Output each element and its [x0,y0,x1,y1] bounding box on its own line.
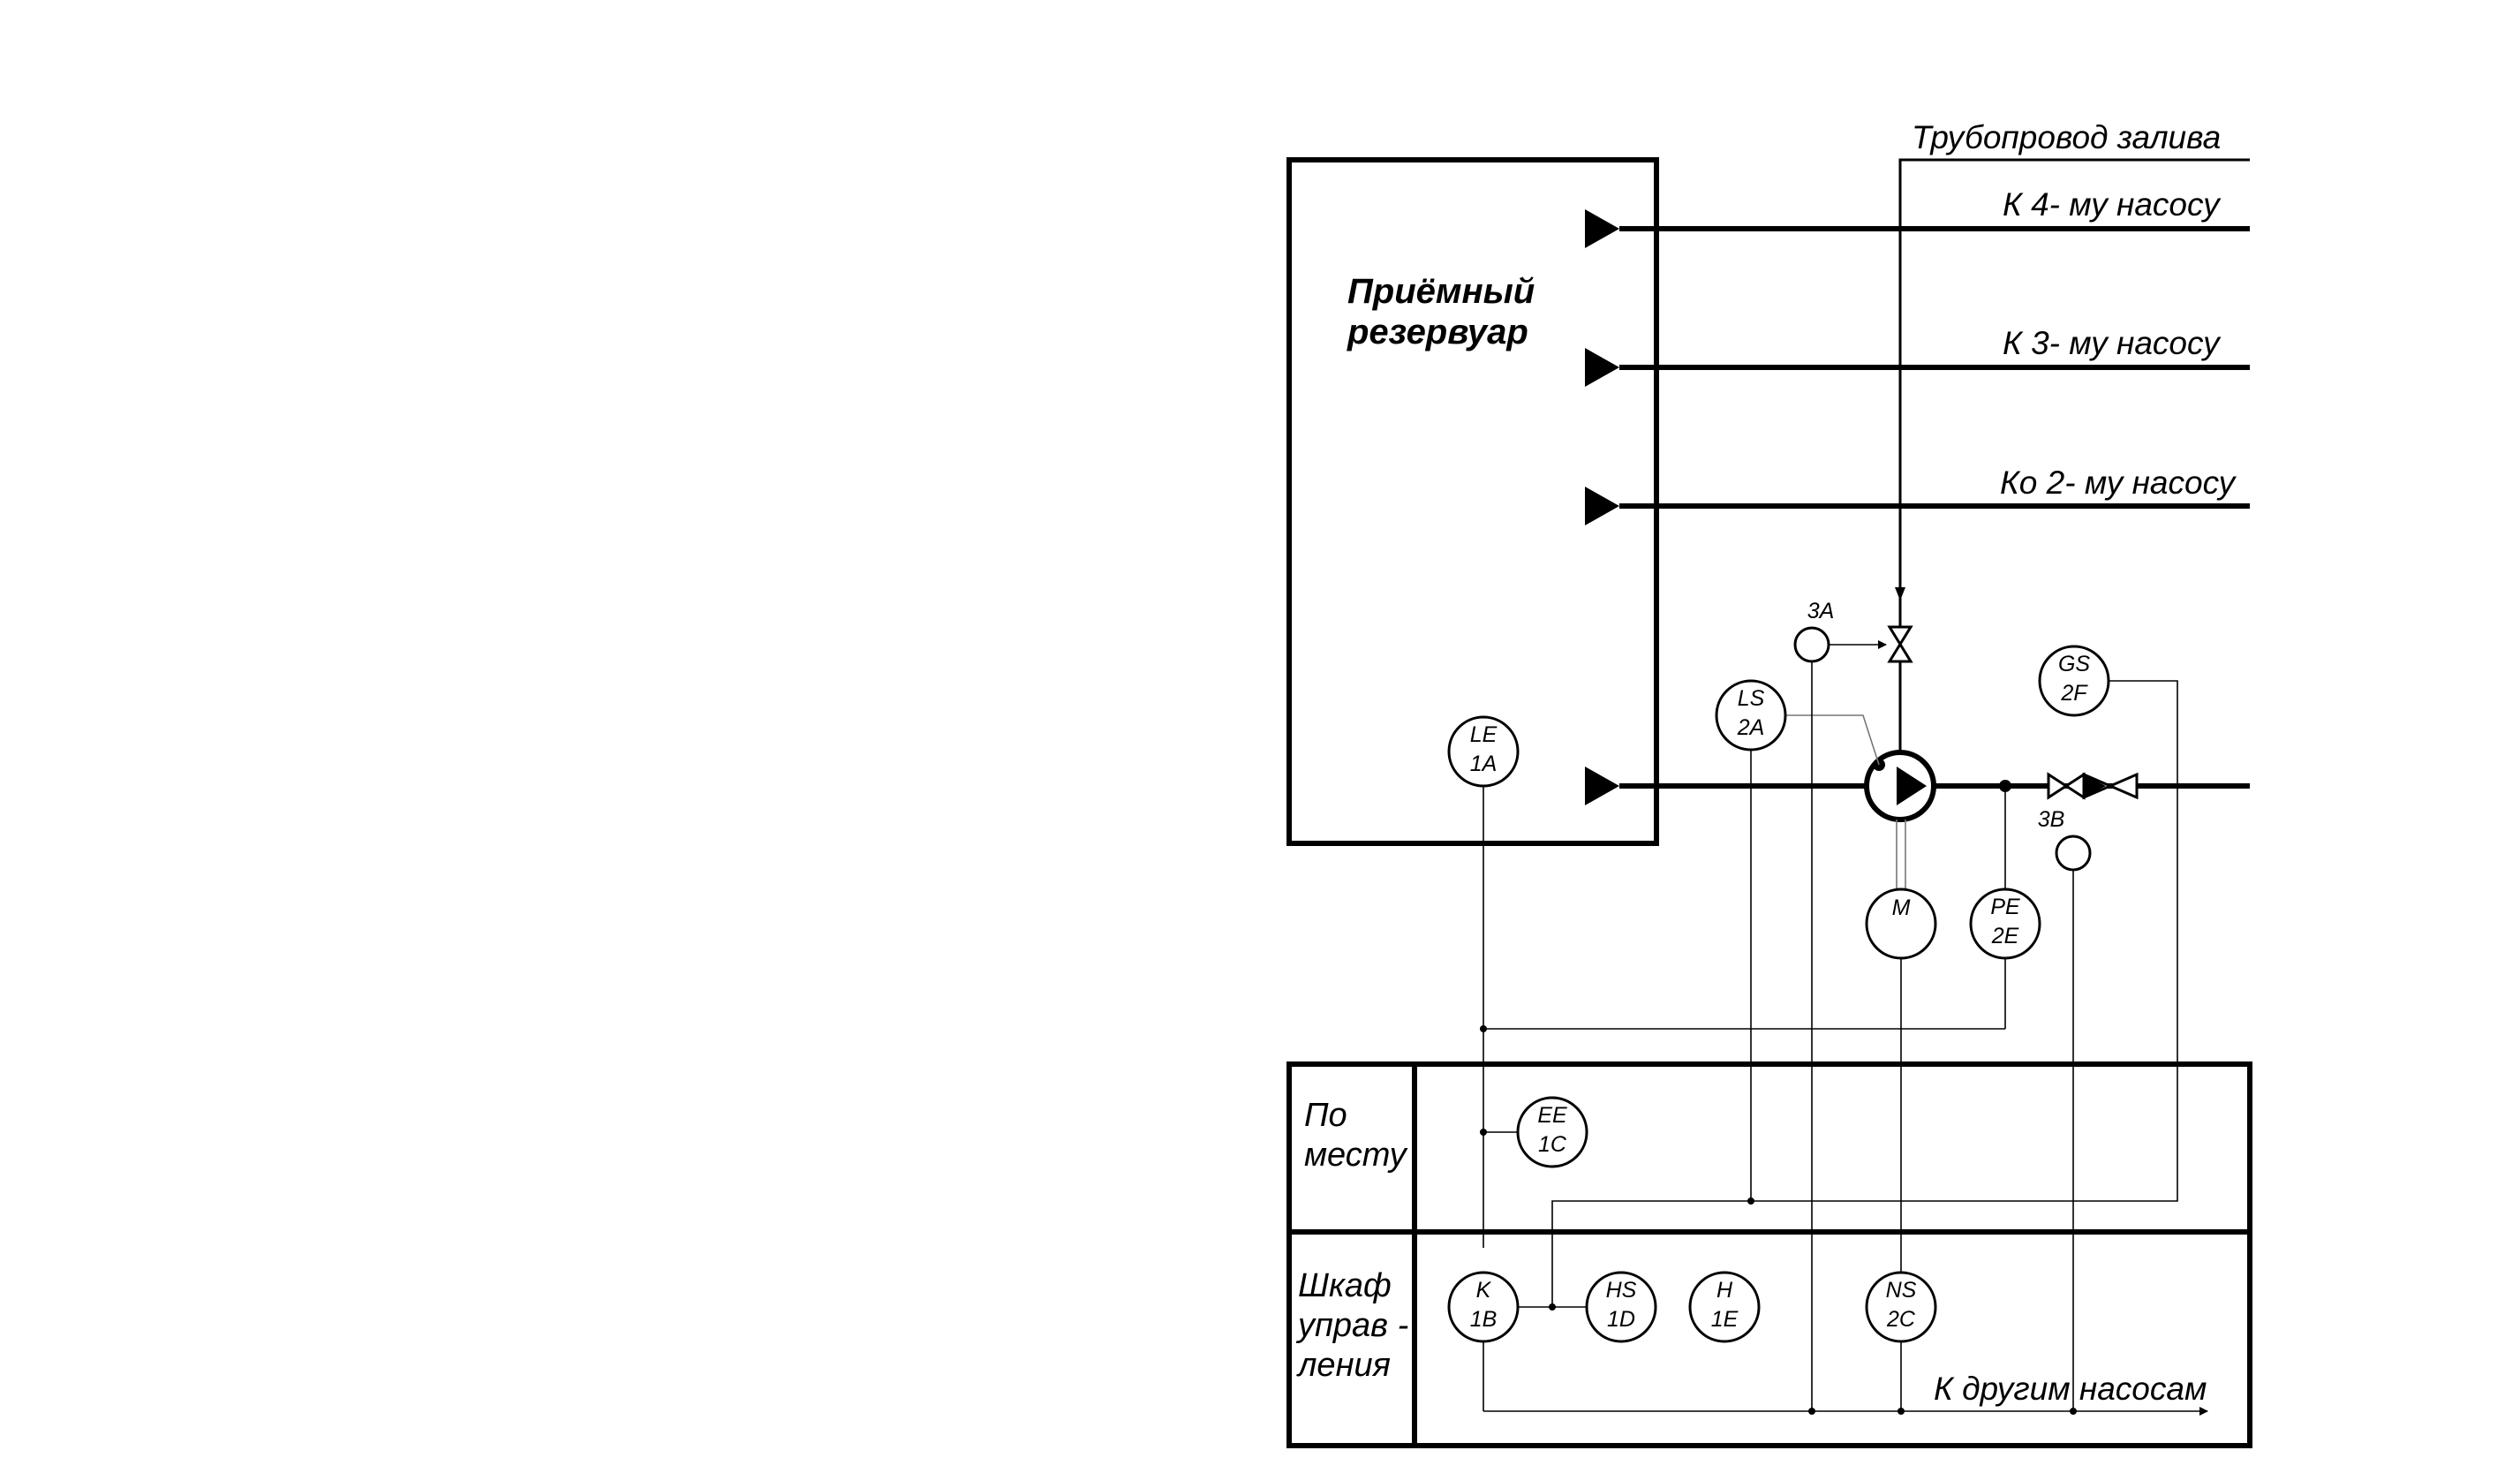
svg-text:1E: 1E [1711,1307,1739,1332]
actuator-3a-label: 3A [1807,599,1835,623]
row-cabinet-line2: управ - [1295,1307,1408,1344]
svg-text:PE: PE [1990,895,2020,919]
tank-label-line1: Приёмный [1347,272,1535,311]
svg-text:HS: HS [1606,1278,1637,1303]
fill-pipeline-arrow [1895,587,1905,601]
svg-text:GS: GS [2058,652,2090,676]
check-valve-fill [2084,774,2106,797]
instrument-hs-1d: HS 1D [1585,1271,1657,1343]
row-local-line2: месту [1304,1137,1408,1174]
actuator-3b [2055,835,2092,872]
fill-pipeline [1898,158,2250,627]
row-cabinet-line1: Шкаф [1298,1267,1392,1304]
inlet-triangle-3 [1585,348,1619,387]
inlet-triangle-1 [1585,767,1619,805]
tank-label-line2: резервуар [1347,313,1528,351]
svg-text:NS: NS [1886,1278,1917,1303]
receiving-tank [1286,157,1659,846]
label-other-pumps: К другим насосам [1934,1371,2207,1407]
svg-text:1D: 1D [1607,1307,1635,1332]
row-cabinet-line3: ления [1296,1347,1391,1384]
svg-text:EE: EE [1537,1103,1567,1128]
svg-text:H: H [1716,1278,1733,1303]
instrument-k-1b: K 1B [1447,1271,1520,1343]
svg-text:2C: 2C [1886,1307,1916,1332]
instrument-gs-2f: GS 2F [2038,645,2110,717]
instrument-ns-2c: NS 2C [1865,1271,1937,1343]
wiring-junctions [1480,1025,2077,1415]
svg-text:2F: 2F [2060,681,2088,706]
svg-text:LS: LS [1738,686,1765,711]
row-local-line1: По [1304,1097,1347,1134]
svg-text:1C: 1C [1538,1132,1567,1157]
instrument-ee-1c: EE 1C [1516,1096,1588,1168]
signal-wiring [1483,661,2208,1416]
actuator-3a [1793,626,1830,663]
label-pump-4: К 4- му насосу [2003,186,2222,223]
motor-tag: M [1892,895,1911,920]
label-pump-2: Ко 2- му насосу [2000,465,2237,501]
control-panel [1286,1061,2252,1448]
svg-text:K: K [1476,1278,1492,1303]
pump-icon [1864,750,1936,822]
inlet-triangle-2 [1585,487,1619,525]
svg-text:2E: 2E [1991,924,2019,948]
instrument-ls-2a: LS 2A [1715,679,1787,752]
inlet-triangle-4 [1585,209,1619,248]
actuator-3b-label: 3B [2038,807,2065,832]
fill-valve [1887,625,1913,663]
instrument-le-1a: LE 1A [1447,715,1520,788]
svg-text:1A: 1A [1470,752,1498,776]
label-fill-pipeline: Трубопровод залива [1912,119,2221,155]
svg-text:1B: 1B [1470,1307,1498,1332]
label-pump-3: К 3- му насосу [2003,325,2222,361]
svg-text:2A: 2A [1737,715,1765,740]
svg-text:LE: LE [1470,722,1498,747]
discharge-valve-3b [2047,772,2086,800]
instrument-h-1e: H 1E [1688,1271,1761,1343]
instrument-pe-2e: PE 2E [1969,888,2041,960]
